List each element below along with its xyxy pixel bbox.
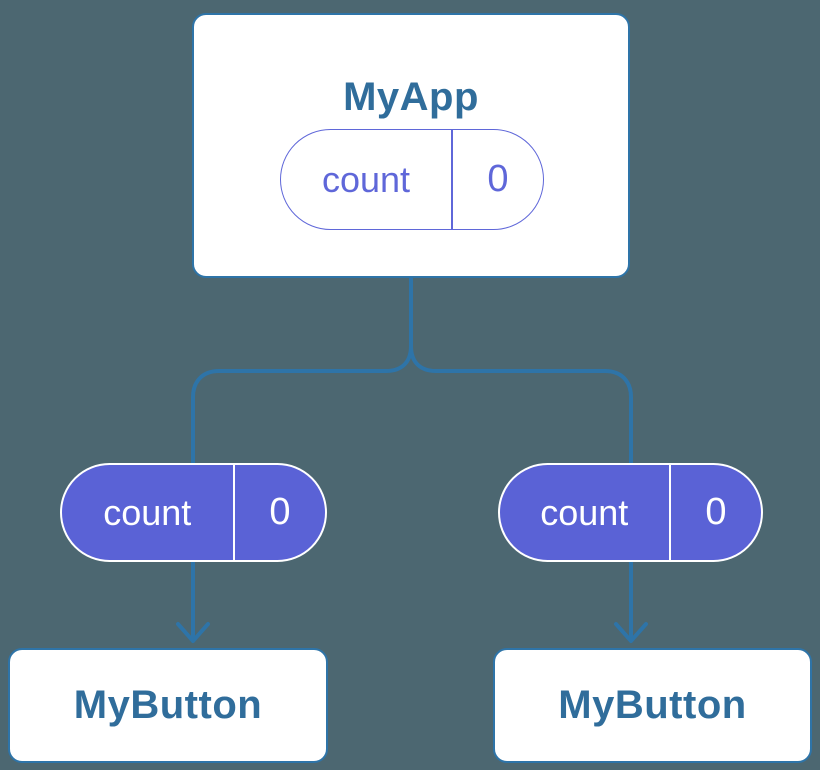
pill-divider bbox=[451, 130, 453, 229]
state-label: count bbox=[540, 491, 629, 533]
state-value: 0 bbox=[487, 158, 509, 200]
node-mybutton-title: MyButton bbox=[73, 683, 263, 727]
pill-divider bbox=[668, 465, 671, 560]
node-myapp: MyApp count 0 bbox=[192, 13, 630, 278]
arrowhead-down-icon bbox=[176, 622, 210, 643]
node-mybutton-right: MyButton bbox=[493, 648, 812, 763]
state-pill-mybutton-left: count 0 bbox=[60, 463, 327, 562]
connector-branch-left bbox=[191, 344, 413, 639]
state-value: 0 bbox=[269, 491, 291, 533]
state-pill-myapp: count 0 bbox=[280, 129, 544, 230]
state-label: count bbox=[103, 491, 192, 533]
state-pill-mybutton-right: count 0 bbox=[498, 463, 763, 562]
state-value: 0 bbox=[705, 491, 727, 533]
pill-divider bbox=[232, 465, 235, 560]
node-myapp-title: MyApp bbox=[343, 75, 479, 119]
node-mybutton-title: MyButton bbox=[558, 683, 747, 727]
arrowhead-down-icon bbox=[614, 622, 648, 643]
state-label: count bbox=[321, 158, 411, 200]
node-mybutton-left: MyButton bbox=[8, 648, 328, 763]
connector-branch-right bbox=[409, 344, 633, 639]
